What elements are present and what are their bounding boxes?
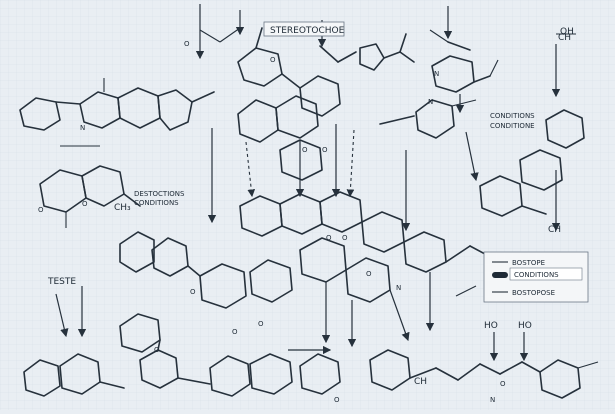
atom-labels: O O N N O O O O O O N O O O O O N O O N xyxy=(38,40,506,404)
svg-text:O: O xyxy=(302,146,308,154)
legend-pill-icon xyxy=(492,272,508,278)
svg-text:O: O xyxy=(38,206,44,214)
svg-text:O: O xyxy=(258,320,264,328)
structure-left-mid xyxy=(39,145,141,228)
oh-label: OH xyxy=(560,27,574,37)
ch3-label: CH₃ xyxy=(114,203,131,213)
right-label-line1: CONDITIONS xyxy=(490,112,535,120)
svg-text:N: N xyxy=(428,98,433,106)
scheme-label: TESTE xyxy=(47,277,76,287)
structure-top-left xyxy=(19,78,215,131)
svg-text:O: O xyxy=(326,234,332,242)
left-label-line2: CONDITIONS xyxy=(134,199,179,207)
structure-top-center xyxy=(195,4,415,117)
svg-text:O: O xyxy=(334,396,340,404)
legend-item-1: BOSTOPE xyxy=(512,259,545,267)
structure-right xyxy=(465,33,585,232)
structure-bottom xyxy=(23,286,599,399)
left-label-line1: DESTOCTIONS xyxy=(134,190,185,198)
structure-center xyxy=(119,95,501,355)
structure-top-right xyxy=(379,6,499,139)
ch-right-label: CH xyxy=(548,225,561,235)
svg-text:O: O xyxy=(322,146,328,154)
top-title: STEREOTOCHOE xyxy=(270,26,345,36)
svg-text:O: O xyxy=(342,234,348,242)
right-label-line2: CONDITIONE xyxy=(490,122,535,130)
svg-text:O: O xyxy=(82,200,88,208)
ho-right-label: HO xyxy=(518,321,532,331)
svg-text:O: O xyxy=(184,40,190,48)
svg-text:N: N xyxy=(396,284,401,292)
legend-item-3: BOSTOPOSE xyxy=(512,289,555,297)
svg-text:O: O xyxy=(366,270,372,278)
svg-text:N: N xyxy=(490,396,495,404)
svg-text:N: N xyxy=(434,70,439,78)
legend: BOSTOPE CONDITIONS BOSTOPOSE xyxy=(483,251,589,303)
ho-left-label: HO xyxy=(484,321,498,331)
ch-top-label: CH xyxy=(558,33,571,43)
svg-text:O: O xyxy=(154,346,160,354)
svg-text:O: O xyxy=(232,328,238,336)
svg-text:N: N xyxy=(80,124,85,132)
legend-item-2: CONDITIONS xyxy=(514,271,559,279)
ch-bottom-label: CH xyxy=(414,377,427,387)
top-title-box xyxy=(263,21,345,37)
svg-text:O: O xyxy=(190,288,196,296)
svg-text:O: O xyxy=(500,380,506,388)
svg-text:O: O xyxy=(270,56,276,64)
